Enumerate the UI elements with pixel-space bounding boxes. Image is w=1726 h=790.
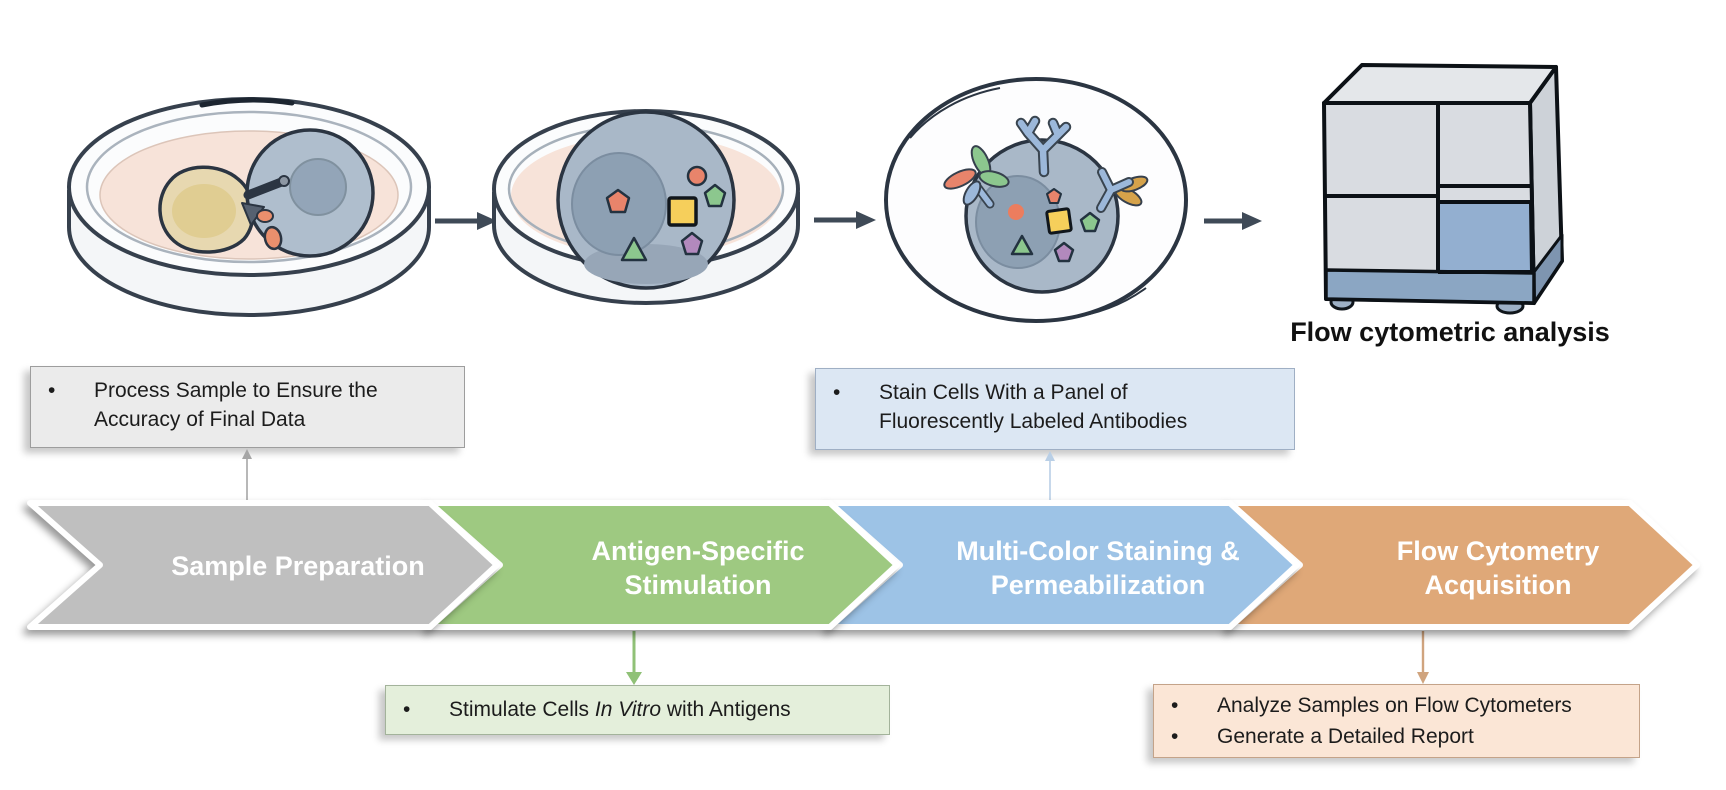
antigen-green-pentagon	[703, 183, 727, 208]
bullet-icon: •	[833, 381, 841, 404]
bullet-icon: •	[1171, 694, 1179, 717]
stained-cell-illustration	[884, 77, 1188, 323]
bullet-icon: •	[1171, 725, 1179, 748]
connector-acquisition-icon	[1417, 631, 1429, 684]
chevron-label-sample-preparation: Sample Preparation	[171, 551, 425, 581]
fluorescent-antibody-left-icon	[943, 145, 1010, 209]
antigen-green-triangle	[1010, 234, 1034, 256]
chevron-label-multi-color-staining: Multi-Color Staining &	[956, 536, 1239, 566]
chevron-label-acquisition: Acquisition	[1425, 570, 1572, 600]
machine-caption: Flow cytometric analysis	[1290, 317, 1610, 347]
antigen-orange-circle	[686, 165, 708, 187]
instrument-blue-door	[1438, 201, 1532, 272]
fluorescent-antibody-right-icon	[1096, 167, 1149, 213]
bullet-icon: •	[48, 379, 56, 402]
antigen-yellow-square	[1045, 207, 1073, 235]
petri-dish-sample-illustration	[67, 97, 431, 317]
callout-text: Generate a Detailed Report	[1217, 725, 1474, 748]
bullet-icon: •	[403, 698, 411, 721]
flow-cytometer-illustration	[1322, 63, 1564, 315]
step-arrow-2-icon	[814, 211, 876, 229]
chevron-label-flow-cytometry: Flow Cytometry	[1397, 536, 1600, 566]
chevron-label-permeabilization: Permeabilization	[991, 570, 1206, 600]
step-arrow-1-icon	[435, 212, 497, 230]
cell-nucleus	[289, 158, 347, 216]
process-chevron-band: Sample Preparation Antigen-Specific Stim…	[27, 500, 1700, 630]
callout-sample-preparation: • Process Sample to Ensure the Accuracy …	[30, 366, 465, 448]
connector-sample-preparation-icon	[242, 449, 252, 500]
connector-staining-icon	[1045, 451, 1055, 500]
step-arrow-3-icon	[1204, 212, 1262, 230]
antigen-orange-pentagon	[605, 188, 631, 214]
chevron-label-antigen-specific: Antigen-Specific	[591, 536, 804, 566]
antigen-orange-pentagon	[1046, 188, 1062, 204]
callout-text: Analyze Samples on Flow Cytometers	[1217, 694, 1572, 717]
callout-text: Process Sample to Ensure the Accuracy of…	[94, 379, 378, 431]
antigen-green-triangle	[620, 236, 648, 262]
petri-dish-stimulation-illustration	[492, 109, 800, 305]
chevron-sample-preparation	[27, 500, 500, 630]
callout-staining: • Stain Cells With a Panel of Fluorescen…	[815, 368, 1295, 450]
callout-text: Stain Cells With a Panel of Fluorescentl…	[879, 381, 1188, 433]
callout-text: Stimulate Cells In Vitro with Antigens	[449, 698, 791, 721]
antigen-yellow-square	[667, 196, 698, 227]
antigen-purple-pentagon	[1053, 241, 1075, 263]
connector-stimulation-icon	[626, 631, 642, 685]
antigen-purple-pentagon	[680, 231, 704, 256]
instrument-base	[1324, 268, 1536, 305]
instrument-top-panel	[1322, 63, 1558, 105]
antibody-icon	[1015, 115, 1072, 178]
callout-acquisition: • Analyze Samples on Flow Cytometers • G…	[1153, 684, 1640, 758]
callout-stimulation: • Stimulate Cells In Vitro with Antigens	[385, 685, 890, 735]
chevron-label-stimulation: Stimulation	[625, 570, 772, 600]
antigen-green-pentagon	[1079, 211, 1101, 233]
